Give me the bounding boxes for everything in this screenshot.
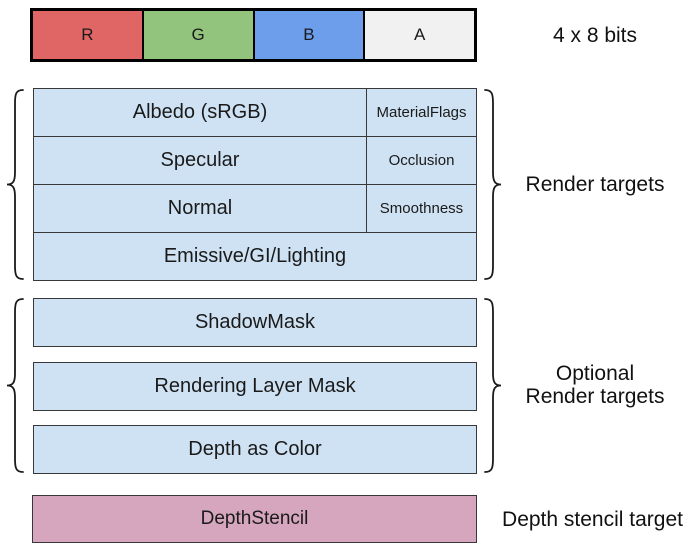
optional-caption-line1: Optional (555, 362, 635, 385)
rt-emissive-cell: Emissive/GI/Lighting (34, 233, 476, 280)
table-row: Emissive/GI/Lighting (34, 232, 476, 280)
pixel-format-strip: R G B A (30, 8, 477, 62)
table-row: Normal Smoothness (34, 184, 476, 232)
shadowmask-box: ShadowMask (33, 298, 477, 347)
channel-cell-r: R (33, 11, 142, 59)
left-brace-render-targets (6, 89, 24, 280)
rt-occlusion-cell: Occlusion (366, 137, 476, 184)
table-row: Albedo (sRGB) MaterialFlags (34, 89, 476, 136)
channel-cell-a: A (363, 11, 474, 59)
optional-caption-line2: Render targets (525, 385, 665, 408)
rt-normal-cell: Normal (34, 185, 366, 232)
table-row: Specular Occlusion (34, 136, 476, 184)
render-targets-table: Albedo (sRGB) MaterialFlags Specular Occ… (33, 88, 477, 281)
bits-caption: 4 x 8 bits (552, 23, 638, 47)
rt-smoothness-cell: Smoothness (366, 185, 476, 232)
rt-specular-cell: Specular (34, 137, 366, 184)
channel-cell-b: B (252, 11, 364, 59)
depth-stencil-caption: Depth stencil target (502, 507, 683, 531)
depthstencil-box: DepthStencil (32, 495, 477, 543)
render-targets-caption: Render targets (525, 172, 665, 196)
channel-cell-g: G (141, 11, 253, 59)
rt-materialflags-cell: MaterialFlags (366, 89, 476, 136)
left-brace-optional-targets (6, 298, 24, 473)
depth-as-color-box: Depth as Color (33, 425, 477, 474)
rt-albedo-cell: Albedo (sRGB) (34, 89, 366, 136)
optional-render-targets-caption: Optional Render targets (500, 362, 690, 408)
rendering-layer-mask-box: Rendering Layer Mask (33, 362, 477, 411)
